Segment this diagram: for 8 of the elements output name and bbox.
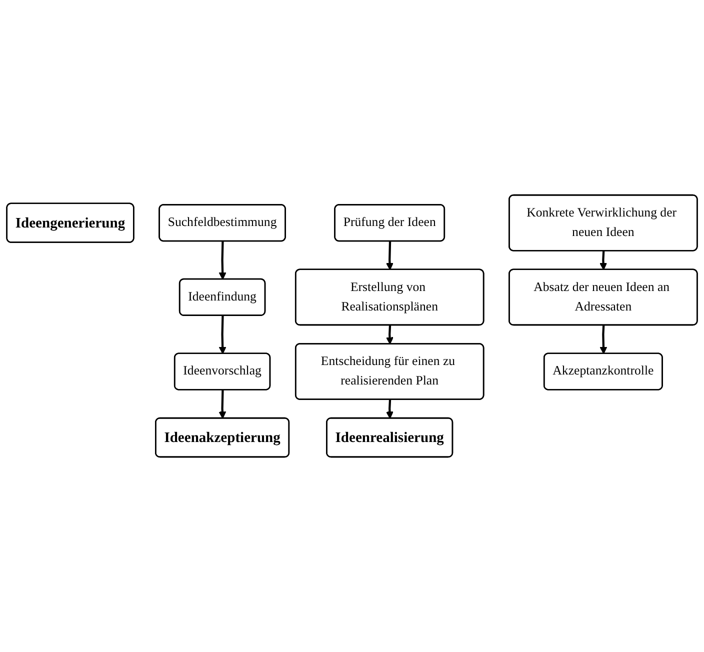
arrow [218,390,226,419]
arrow [386,241,394,270]
arrow [218,241,226,280]
arrow [386,325,394,344]
arrow [218,316,226,354]
arrow [600,325,608,354]
arrow [386,400,394,419]
arrow [600,250,608,270]
